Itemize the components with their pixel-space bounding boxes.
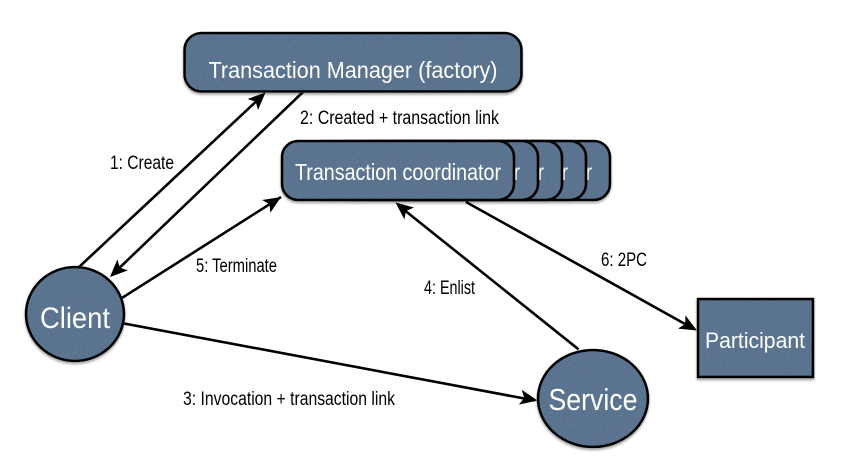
svg-text:5: Terminate: 5: Terminate <box>196 256 277 277</box>
svg-text:Client: Client <box>40 302 111 335</box>
svg-text:Transaction Manager (factory): Transaction Manager (factory) <box>209 57 498 83</box>
svg-text:Participant: Participant <box>705 328 805 353</box>
svg-text:4: Enlist: 4: Enlist <box>424 278 476 299</box>
svg-text:6: 2PC: 6: 2PC <box>601 250 647 271</box>
svg-text:3: Invocation + transaction li: 3: Invocation + transaction link <box>183 389 395 410</box>
svg-text:Service: Service <box>549 382 638 417</box>
svg-text:2: Created + transaction link: 2: Created + transaction link <box>300 108 499 129</box>
svg-text:1: Create: 1: Create <box>110 153 174 174</box>
svg-text:Transaction coordinator: Transaction coordinator <box>295 159 501 185</box>
